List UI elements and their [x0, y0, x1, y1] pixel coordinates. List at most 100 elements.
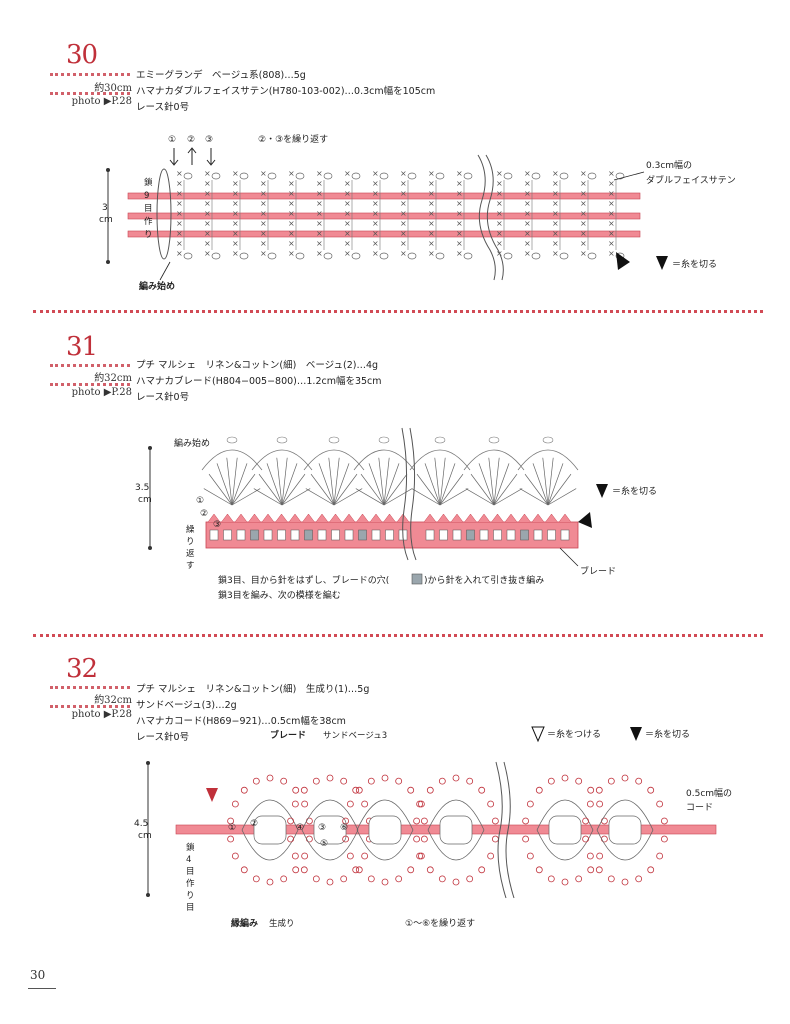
fan-arc — [409, 449, 471, 471]
step-5: ⑤ — [320, 839, 328, 849]
braid-point — [221, 513, 234, 523]
cut-marker-icon — [616, 252, 630, 270]
stitch-mark: × — [176, 179, 183, 188]
stitch-mark: × — [428, 209, 435, 218]
stitch-mark: × — [232, 239, 239, 248]
picot — [547, 875, 555, 883]
stitch-mark: × — [288, 249, 295, 258]
chain-stitch — [211, 252, 221, 260]
picot — [346, 800, 354, 808]
stitch-mark: × — [204, 179, 211, 188]
stitch-mark: × — [316, 169, 323, 178]
page-number-rule — [28, 988, 56, 989]
crochet-stitches: ××××××××××××××××××××××××××××××××××××××××… — [176, 169, 625, 260]
picot — [438, 777, 446, 785]
picot — [300, 866, 308, 874]
stitch-mark: × — [316, 209, 323, 218]
picot — [596, 800, 604, 808]
fan-stitch — [231, 457, 238, 506]
braid-tape — [205, 513, 579, 549]
braid-hole — [250, 529, 259, 541]
shell-arc — [301, 829, 359, 861]
braid-label: ブレード — [580, 565, 616, 577]
stitch-mark: × — [204, 249, 211, 258]
braid-point — [558, 513, 572, 523]
picot — [575, 777, 583, 785]
stitch-mark: × — [608, 219, 615, 228]
picot — [252, 875, 260, 883]
stitch-mark: × — [316, 249, 323, 258]
fan-stitch — [333, 463, 350, 506]
fan-arc — [353, 449, 415, 471]
stitch-mark: × — [608, 229, 615, 238]
picot — [438, 875, 446, 883]
svg-text:9: 9 — [144, 191, 149, 201]
picot — [547, 777, 555, 785]
fan-stitch — [281, 488, 311, 506]
picot — [231, 800, 239, 808]
braid-point — [450, 513, 464, 523]
braid-loop — [439, 815, 473, 845]
picot — [647, 786, 655, 794]
fan-arc — [517, 449, 579, 471]
stitch-mark: × — [204, 189, 211, 198]
chain-stitch — [239, 252, 249, 260]
fan-stitch — [493, 463, 510, 506]
braid-hole — [560, 529, 570, 541]
picot — [346, 852, 354, 860]
diagram-30: 3 cm ×××××××××××××××××××××××××××××××××××… — [99, 133, 736, 292]
braid-point — [261, 513, 275, 523]
dotted-rule — [50, 73, 130, 76]
picot — [367, 777, 375, 785]
stitch-mark: × — [428, 229, 435, 238]
fan-stitch — [216, 463, 233, 506]
picot — [561, 878, 569, 886]
shell-arc — [241, 799, 299, 831]
stitch-mark: × — [496, 219, 503, 228]
picot — [491, 817, 499, 825]
chain-stitch — [463, 252, 473, 260]
stitch-mark: × — [400, 239, 407, 248]
picot — [381, 774, 389, 782]
braid-hole — [385, 529, 394, 541]
stitch-mark: × — [456, 199, 463, 208]
chain-stitch — [463, 172, 473, 180]
picot — [582, 817, 590, 825]
stitch-mark: × — [372, 239, 379, 248]
fan-stitch — [493, 473, 518, 506]
stitch-mark: × — [580, 179, 587, 188]
picot — [660, 835, 668, 843]
stitch-mark: × — [456, 229, 463, 238]
picot — [452, 774, 460, 782]
material-line: レース針0号 — [136, 732, 190, 743]
step-1: ① — [168, 135, 176, 145]
stitch-mark: × — [260, 199, 267, 208]
fan-stitch — [416, 473, 441, 506]
stitch-mark: × — [232, 179, 239, 188]
picot — [478, 866, 486, 874]
picot — [522, 817, 530, 825]
shell-arc — [536, 829, 594, 861]
svg-text:す: す — [186, 561, 195, 571]
section-number: 30 — [66, 40, 98, 70]
chain-stitch — [295, 172, 305, 180]
picot — [607, 777, 615, 785]
picot — [487, 800, 495, 808]
stitch-mark: × — [496, 169, 503, 178]
stitch-mark: × — [608, 209, 615, 218]
svg-text:目: 目 — [186, 903, 195, 913]
fan-stitch — [524, 473, 549, 506]
picot — [352, 786, 360, 794]
svg-text:4: 4 — [186, 855, 191, 865]
picot — [413, 835, 421, 843]
dotted-rule — [50, 92, 130, 95]
stitch-mark: × — [496, 179, 503, 188]
stitch-mark: × — [552, 199, 559, 208]
stitch-mark: × — [580, 229, 587, 238]
stitch-mark: × — [204, 199, 211, 208]
fan-stitch — [333, 488, 363, 506]
chain-stitch — [351, 172, 361, 180]
braid-hole — [506, 529, 516, 541]
stitch-mark: × — [372, 209, 379, 218]
fan-stitch — [368, 463, 385, 506]
